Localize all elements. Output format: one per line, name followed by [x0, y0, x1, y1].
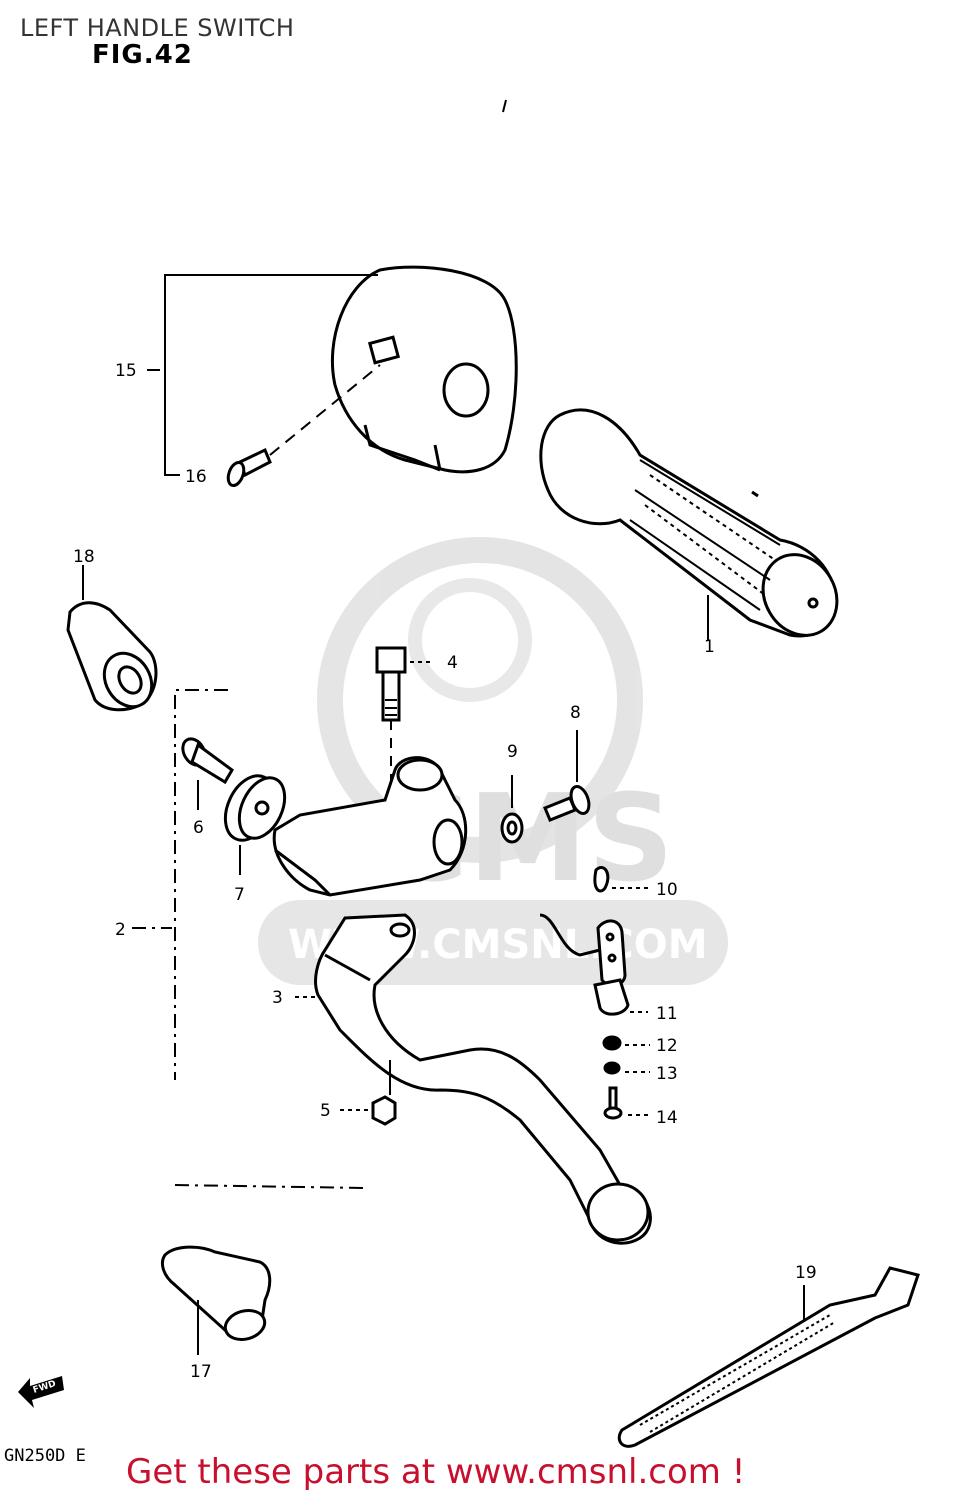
callout-1: 1 [704, 637, 715, 657]
callout-5: 5 [320, 1101, 331, 1121]
callout-15: 15 [115, 361, 137, 381]
callout-2: 2 [115, 920, 126, 940]
callout-12: 12 [656, 1036, 678, 1056]
bolt-4-part [375, 646, 432, 820]
footer-link[interactable]: Get these parts at www.cmsnl.com ! [126, 1452, 746, 1492]
model-code: GN250D E [4, 1446, 86, 1466]
callout-6: 6 [193, 818, 204, 838]
clutch-lever-part [295, 913, 652, 1245]
grip-part [539, 408, 839, 640]
callout-16: 16 [185, 467, 207, 487]
watermark-logo: CMS WWW.CMSNL.COM [258, 537, 728, 985]
washer-9-part [500, 775, 524, 844]
cable-tie-19-part [617, 1266, 920, 1448]
switch-housing-part [330, 265, 518, 474]
adjuster-7-part [223, 774, 287, 875]
callout-10: 10 [656, 880, 678, 900]
lever-holder-part [272, 756, 468, 897]
callout-17: 17 [190, 1362, 212, 1382]
callout-3: 3 [272, 988, 283, 1008]
page-title: LEFT HANDLE SWITCH [20, 14, 295, 42]
cover-17-part [161, 1245, 272, 1355]
callout-9: 9 [507, 742, 518, 762]
bolt-8-part [543, 730, 591, 822]
callout-14: 14 [656, 1108, 678, 1128]
callout-13: 13 [656, 1064, 678, 1084]
nut-5-part [340, 1060, 397, 1126]
fwd-arrow: FWD [18, 1376, 64, 1408]
callout-19: 19 [795, 1263, 817, 1283]
clip-10-part [593, 866, 650, 893]
callout-11: 11 [656, 1004, 678, 1024]
screw-14-part [603, 1086, 650, 1120]
bracket-15-16 [147, 274, 378, 476]
nut-12-part [602, 1035, 650, 1051]
callout-7: 7 [234, 885, 245, 905]
callout-18: 18 [73, 547, 95, 567]
callout-4: 4 [447, 653, 458, 673]
screw-6-part [181, 737, 234, 810]
bracket-2 [132, 689, 366, 1189]
figure-number: FIG.42 [92, 40, 193, 70]
cover-18-part [66, 565, 158, 712]
callout-labels: 1 2 3 4 5 6 7 8 9 10 11 12 13 14 15 16 1… [73, 361, 817, 1382]
washer-13-part [603, 1061, 650, 1075]
callout-8: 8 [570, 703, 581, 723]
switch-11-part [539, 913, 648, 1016]
screw-16-part [226, 364, 381, 488]
